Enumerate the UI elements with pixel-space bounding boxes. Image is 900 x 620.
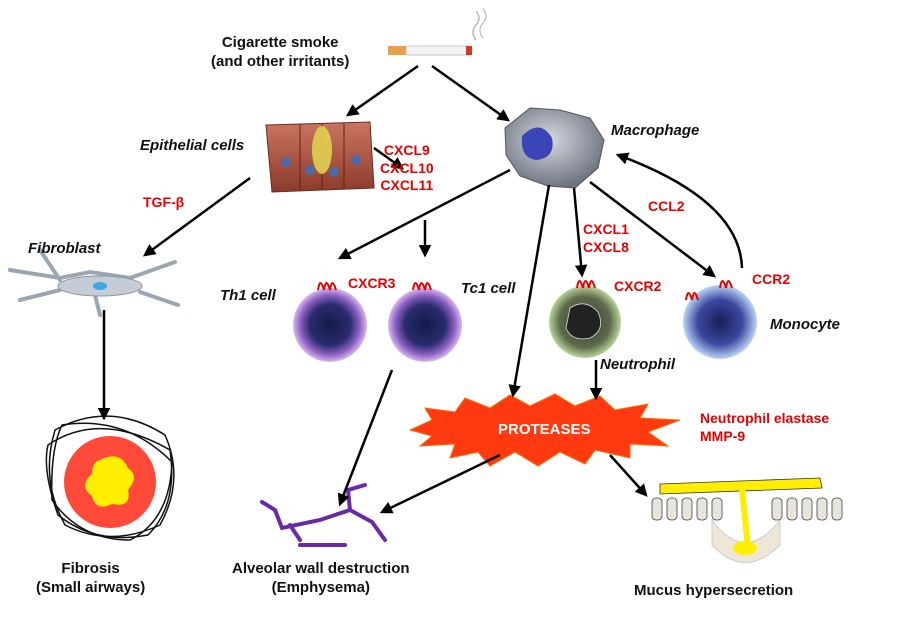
cigarette-icon xyxy=(388,8,487,56)
arrow-smoke-epithelial xyxy=(345,64,419,117)
epithelial-cells-label: Epithelial cells xyxy=(140,137,245,154)
airway-mucus-illustration xyxy=(651,477,843,563)
arrow-macrophage-th1 xyxy=(337,168,511,260)
smoke-label: Cigarette smoke (and other irritants) xyxy=(211,34,350,70)
cxcl1-cxcl8-label: CXCL1 CXCL8 xyxy=(583,221,629,255)
th1-cell-label: Th1 cell xyxy=(220,287,276,304)
th1-cell-illustration xyxy=(293,282,367,362)
epithelial-chemokines-label: CXCL9 CXCL10 CXCL11 xyxy=(380,142,434,193)
arrow-proteases-mucus xyxy=(609,454,648,497)
tgf-beta-label: TGF-β xyxy=(143,194,185,210)
cxcr3-label: CXCR3 xyxy=(348,275,396,291)
arrow-macrophage-neutrophil xyxy=(572,187,588,278)
macrophage-illustration xyxy=(504,107,605,189)
arrow-epithelial-chemokines xyxy=(373,146,405,170)
fibroblast-illustration xyxy=(8,248,180,317)
macrophage-label: Macrophage xyxy=(611,122,700,139)
arrow-macrophage-monocyte xyxy=(589,181,716,278)
proteases-label: PROTEASES xyxy=(498,421,591,438)
epithelial-cells-illustration xyxy=(265,121,375,193)
neutrophil-illustration xyxy=(549,280,621,358)
ccr2-label: CCR2 xyxy=(752,271,791,287)
cxcr2-label: CXCR2 xyxy=(614,278,662,294)
fibrosis-illustration xyxy=(45,415,175,541)
monocyte-label: Monocyte xyxy=(770,316,841,333)
arrow-epithelial-fibroblast xyxy=(142,176,251,257)
tc1-cell-label: Tc1 cell xyxy=(461,280,516,297)
arrow-macrophage-proteases xyxy=(508,184,551,398)
arrow-smoke-macrophage xyxy=(431,64,511,122)
alveolar-destruction-label: Alveolar wall destruction (Emphysema) xyxy=(232,560,410,596)
pathway-arrows xyxy=(97,64,744,514)
ccl2-label: CCL2 xyxy=(648,198,685,214)
arrow-proteases-alveolar xyxy=(379,453,501,514)
fibroblast-label: Fibroblast xyxy=(28,240,101,257)
neutrophil-label: Neutrophil xyxy=(600,356,675,373)
monocyte-illustration xyxy=(683,280,757,359)
tc1-cell-illustration xyxy=(388,282,462,362)
mucus-hypersecretion-label: Mucus hypersecretion xyxy=(634,582,794,599)
protease-types-label: Neutrophil elastase MMP-9 xyxy=(700,410,830,444)
fibrosis-label: Fibrosis (Small airways) xyxy=(36,560,146,596)
proteases-burst xyxy=(408,393,681,467)
alveolar-wall-illustration xyxy=(260,483,387,547)
arrow-monocyte-macrophage xyxy=(615,152,744,269)
arrow-tc1-alveolar xyxy=(337,369,394,507)
